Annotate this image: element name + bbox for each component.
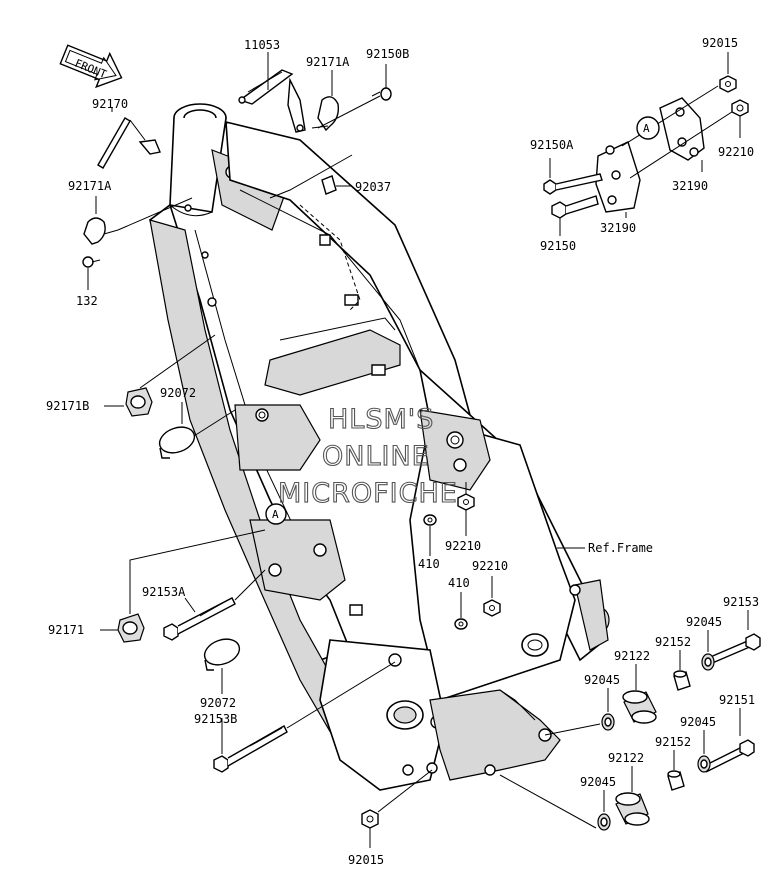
label-92122-b: 92122 — [608, 751, 644, 765]
bolt-92153b — [213, 725, 288, 773]
front-arrow-icon — [59, 44, 123, 89]
label-32190-b: 32190 — [600, 221, 636, 235]
clamp-92171a-left — [83, 217, 119, 245]
band-92072-upper — [158, 426, 196, 459]
nut-92015-bottom — [361, 809, 379, 829]
label-92015-bottom: 92015 — [348, 853, 384, 867]
nut-92210-top — [731, 99, 749, 117]
label-92151: 92151 — [719, 693, 755, 707]
label-92171a-top: 92171A — [306, 55, 350, 69]
washer-92045-c — [697, 755, 711, 773]
marker-a-top: A — [643, 122, 650, 135]
label-410-b: 410 — [448, 576, 470, 590]
collar-92152-a — [673, 670, 691, 691]
bolt-92150a — [543, 173, 603, 195]
label-92150b: 92150B — [366, 47, 409, 61]
label-92152-a: 92152 — [655, 635, 691, 649]
bolt-92150b — [371, 87, 392, 101]
screw-132 — [82, 256, 101, 268]
bolt-92151 — [703, 739, 755, 773]
motorcycle-frame — [149, 103, 610, 791]
label-92045-c: 92045 — [680, 715, 716, 729]
mount-bracket-32190-lower — [595, 141, 641, 213]
washer-92045-a — [701, 653, 715, 671]
label-132: 132 — [76, 294, 98, 308]
strap-92170 — [97, 117, 131, 169]
label-92170: 92170 — [92, 97, 128, 111]
washer-92045-b — [601, 713, 615, 731]
label-410-a: 410 — [418, 557, 440, 571]
nut-92210-low — [483, 599, 501, 617]
washer-410-a — [423, 514, 437, 526]
mount-bracket-32190-upper — [659, 97, 705, 161]
label-92150a: 92150A — [530, 138, 574, 152]
label-92152-b: 92152 — [655, 735, 691, 749]
bolt-92153a — [163, 597, 236, 641]
label-92171b: 92171B — [46, 399, 89, 413]
label-92153: 92153 — [723, 595, 759, 609]
label-92072-a: 92072 — [160, 386, 196, 400]
ref-frame-label: Ref.Frame — [588, 541, 653, 555]
label-92045-d: 92045 — [580, 775, 616, 789]
label-92045-b: 92045 — [584, 673, 620, 687]
label-11053: 11053 — [244, 38, 280, 52]
label-92210-low: 92210 — [472, 559, 508, 573]
bolt-92153 — [707, 633, 761, 665]
clamp-92037 — [321, 175, 337, 195]
label-92171: 92171 — [48, 623, 84, 637]
svg-text:ONLINE: ONLINE — [322, 441, 430, 472]
band-92072-lower — [203, 638, 241, 671]
svg-text:HLSM'S: HLSM'S — [328, 404, 434, 435]
bracket-11053 — [238, 69, 306, 133]
bolt-92150 — [551, 195, 599, 219]
label-92210-top: 92210 — [718, 145, 754, 159]
clamp-92171b — [125, 387, 153, 417]
watermark: HLSM'S ONLINE MICROFICHE — [277, 403, 458, 509]
bushing-92122-a — [622, 690, 657, 724]
label-92153a: 92153A — [142, 585, 186, 599]
nut-92015-top — [719, 75, 737, 93]
clamp-92171a-top — [311, 96, 340, 132]
label-92210-mid: 92210 — [445, 539, 481, 553]
marker-a-mid: A — [272, 508, 279, 521]
washer-92045-d — [597, 813, 611, 831]
label-32190-a: 32190 — [672, 179, 708, 193]
bushing-92122-b — [615, 792, 650, 826]
label-92150: 92150 — [540, 239, 576, 253]
label-92153b: 92153B — [194, 712, 237, 726]
washer-410-b — [454, 618, 468, 630]
label-92072-b: 92072 — [200, 696, 236, 710]
label-92015-top: 92015 — [702, 36, 738, 50]
label-92037: 92037 — [355, 180, 391, 194]
label-92122-a: 92122 — [614, 649, 650, 663]
svg-text:MICROFICHE: MICROFICHE — [278, 478, 458, 509]
label-92045-a: 92045 — [686, 615, 722, 629]
collar-92152-b — [667, 770, 685, 791]
clamp-92171 — [117, 613, 145, 643]
label-92171a-left: 92171A — [68, 179, 112, 193]
nut-92210-mid — [457, 493, 475, 511]
